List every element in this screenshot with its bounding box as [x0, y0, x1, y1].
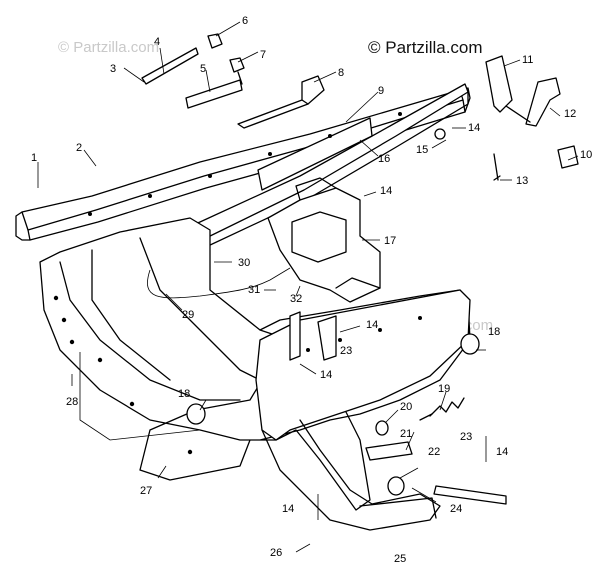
part-23-bracket-upper	[317, 315, 337, 361]
callout-11: 11	[522, 54, 533, 66]
callout-17: 17	[384, 235, 396, 247]
callout-14-f: 14	[282, 503, 294, 515]
callout-2: 2	[76, 142, 82, 154]
bumper-bar	[15, 87, 471, 241]
watermark-top-left: © Partzilla.com	[58, 39, 159, 56]
callout-28: 28	[66, 396, 78, 408]
part-19-spring	[419, 397, 465, 421]
callout-5: 5	[200, 63, 206, 75]
callout-23-b: 23	[340, 345, 352, 357]
callout-6: 6	[242, 15, 248, 27]
callout-20: 20	[400, 401, 412, 413]
callout-18-b: 18	[178, 388, 190, 400]
part-22-clip	[387, 476, 405, 496]
callout-10: 10	[580, 149, 592, 161]
callout-19: 19	[438, 383, 450, 395]
front-frame	[255, 289, 471, 531]
callout-14-d: 14	[320, 369, 332, 381]
bar-8	[237, 75, 325, 129]
callout-32: 32	[290, 293, 302, 305]
callout-4: 4	[154, 36, 160, 48]
callout-9: 9	[378, 85, 384, 97]
callout-13: 13	[516, 175, 528, 187]
callout-16: 16	[378, 153, 390, 165]
callout-22: 22	[428, 446, 440, 458]
callout-7: 7	[260, 49, 266, 61]
callout-25: 25	[394, 553, 406, 565]
strip-9	[257, 117, 373, 191]
part-4-strip	[141, 47, 199, 85]
bracket-17	[267, 177, 381, 303]
callout-1: 1	[31, 152, 37, 164]
callout-26: 26	[270, 547, 282, 559]
part-13-bolt	[493, 153, 501, 181]
callout-14-b: 14	[380, 185, 392, 197]
callout-12: 12	[564, 108, 576, 120]
callout-31: 31	[248, 284, 260, 296]
callout-15: 15	[416, 144, 428, 156]
callout-30: 30	[238, 257, 250, 269]
part-32-bracket	[289, 311, 301, 361]
callout-labels: 1 2 3 4 5 6 7 8 9 10 11 12 13 14 15 16 1…	[31, 15, 592, 565]
brand-watermark: © Partzilla.com	[368, 38, 483, 57]
callout-23-a: 23	[460, 431, 472, 443]
part-20-button	[375, 420, 389, 436]
part-10-cap	[557, 145, 579, 169]
callout-14-e: 14	[496, 446, 508, 458]
callout-14-c: 14	[366, 319, 378, 331]
part-18-cap-right	[460, 333, 480, 355]
callout-14-a: 14	[468, 122, 480, 134]
leader-lines	[37, 21, 579, 553]
cable	[79, 267, 291, 441]
part-6-nut	[207, 33, 223, 49]
part-7-screw	[229, 57, 245, 85]
part-21-plate	[365, 441, 413, 461]
part-18-cap-left	[186, 403, 206, 425]
callout-3: 3	[110, 63, 116, 75]
part-23-bar	[433, 485, 507, 505]
callout-24: 24	[450, 503, 462, 515]
callout-29: 29	[182, 309, 194, 321]
callout-21: 21	[400, 428, 412, 440]
callout-18-a: 18	[488, 326, 500, 338]
part-15-nut	[434, 128, 446, 140]
callout-27: 27	[140, 485, 152, 497]
part-12-arm	[505, 77, 561, 127]
callout-8: 8	[338, 67, 344, 79]
mounting-holes	[53, 112, 422, 455]
part-5-plate	[185, 79, 243, 109]
